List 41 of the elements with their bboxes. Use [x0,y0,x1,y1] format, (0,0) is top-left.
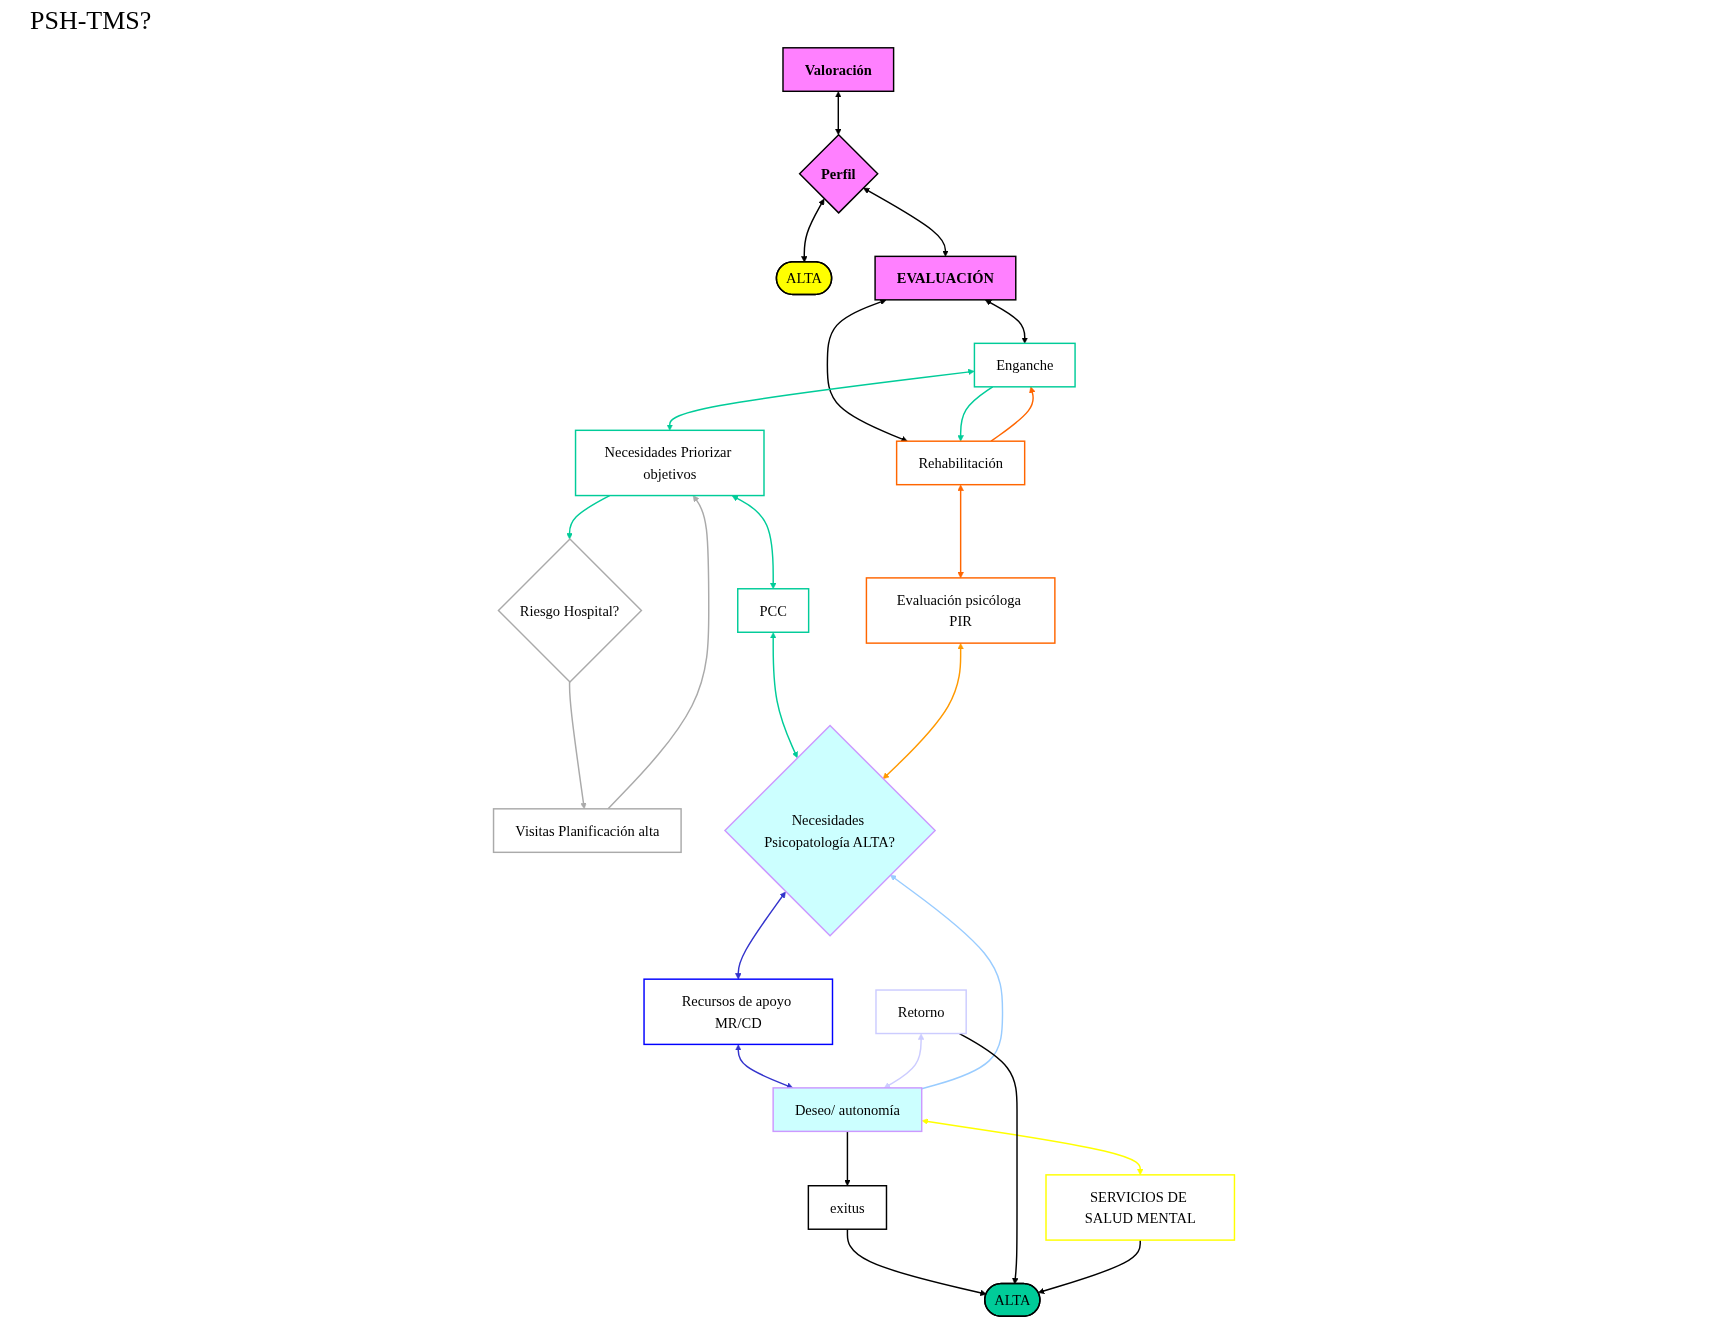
arrow [666,368,975,431]
node-box: Enganche [973,342,1076,388]
arrow [985,299,1028,344]
arrow [844,1130,851,1186]
arrow [863,187,949,257]
note-text: PSH-TMS? [30,6,153,36]
node-box: Valoración [782,47,895,92]
arrow [921,1118,1144,1176]
node-diamond: Riesgo Hospital? [497,538,643,683]
arrow [735,1044,794,1089]
node-box: PCC [737,588,810,633]
arrow [566,494,611,540]
node-box: Evaluación psicóloga PIR [865,577,1056,644]
node-box: Rehabilitación [895,440,1026,486]
arrow [957,386,994,442]
arrow [731,495,777,590]
node-box: EVALUACIÓN [874,255,1017,301]
arrow [735,891,786,980]
node-box: Necesidades Priorizar objetivos [574,429,765,497]
arrow [958,1032,1019,1285]
arrow [835,91,842,136]
arrow [883,1033,925,1089]
node-box: Retorno [875,989,967,1035]
arrow [846,1228,987,1296]
node-box: Recursos de apoyo MR/CD [643,978,834,1046]
arrow [882,643,964,780]
arrow [990,386,1036,442]
arrow [801,198,825,263]
arrow [568,681,587,810]
arrow [1038,1239,1141,1294]
node-box: exitus [807,1185,888,1230]
arrow [770,632,798,759]
node-diamond: Necesidades Psicopatología ALTA? [723,724,937,937]
arrow [890,874,1004,1090]
arrow [607,495,710,810]
arrow [826,298,908,442]
node-diamond: Perfil [798,133,879,214]
node-box: Visitas Planificación alta [492,808,682,854]
node-box: Deseo/ autonomía [772,1087,923,1133]
node-box: SERVICIOS DE SALUD MENTAL [1045,1174,1236,1241]
arrow [957,484,964,579]
